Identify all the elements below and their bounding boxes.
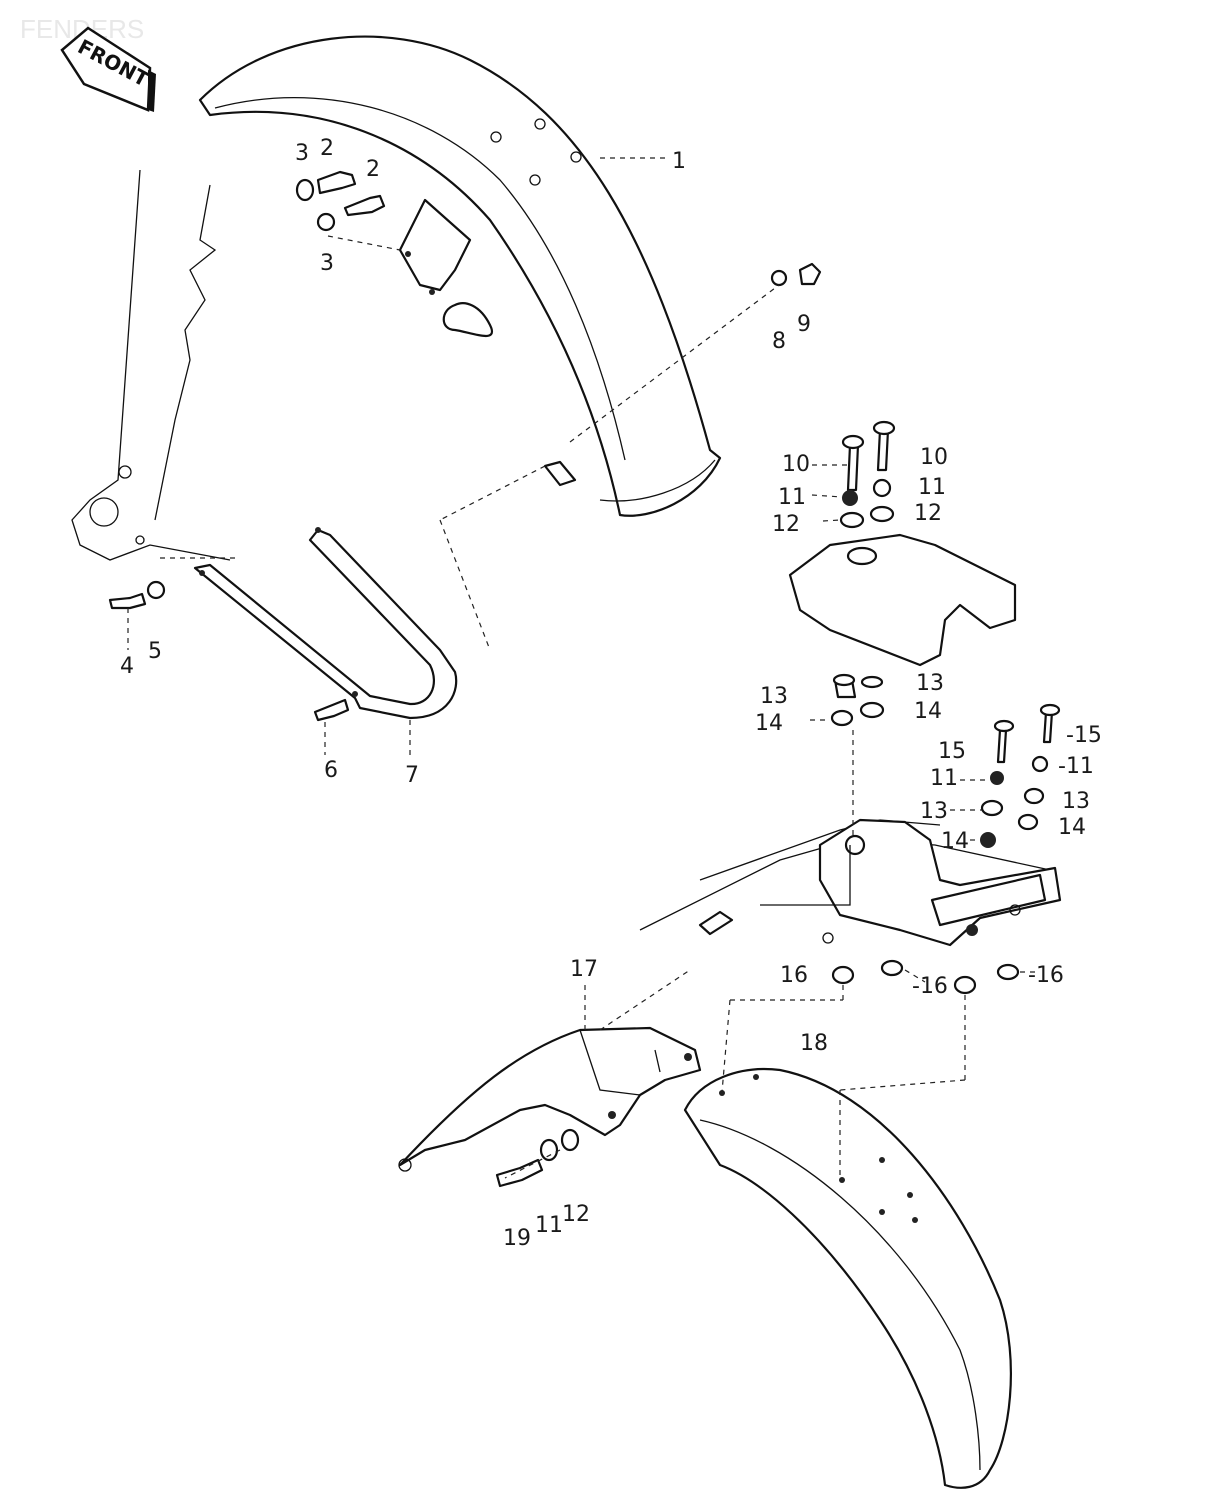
label-part-15: -15 (1066, 723, 1102, 748)
label-part-5: 5 (148, 639, 162, 664)
label-part-16: -16 (912, 974, 948, 999)
front-fender (198, 35, 722, 517)
label-part-10: 10 (782, 452, 810, 477)
label-part-19: 19 (503, 1226, 531, 1251)
rear-mount-bracket (788, 533, 1017, 667)
label-part-17: 17 (570, 957, 598, 982)
label-part-8: 8 (772, 329, 786, 354)
front-fender-stay (193, 527, 458, 720)
label-part-13: 13 (916, 671, 944, 696)
label-part-13: 13 (920, 799, 948, 824)
front-fork-outline (71, 169, 231, 561)
label-part-11: 11 (535, 1213, 563, 1238)
label-part-11: 11 (918, 475, 946, 500)
rear-bracket-hardware (495, 1128, 580, 1188)
label-part-2: 2 (320, 136, 334, 161)
front-hardware (108, 170, 822, 722)
label-part-3: 3 (320, 251, 334, 276)
label-part-15: 15 (938, 739, 966, 764)
part-labels: 1 2 2 3 3 4 5 6 7 8 9 10 10 11 11 11 -11… (120, 136, 1102, 1251)
label-part-13: 13 (1062, 789, 1090, 814)
label-part-10: 10 (920, 445, 948, 470)
label-part-14: 14 (755, 711, 783, 736)
rear-fender (683, 1068, 1012, 1489)
mount-hardware-upper (839, 420, 896, 529)
label-part-18: 18 (800, 1031, 828, 1056)
label-part-1: 1 (672, 149, 686, 174)
rear-fender-bracket (398, 1026, 702, 1172)
label-part-16: 16 (780, 963, 808, 988)
label-part-11: -11 (1058, 754, 1094, 779)
label-part-3: 3 (295, 141, 309, 166)
label-part-7: 7 (405, 763, 419, 788)
label-part-12: 12 (772, 512, 800, 537)
leader-lines (127, 157, 1035, 1180)
label-part-14: 14 (941, 829, 969, 854)
label-part-4: 4 (120, 654, 134, 679)
label-part-2: 2 (366, 157, 380, 182)
label-part-11: 11 (930, 766, 958, 791)
rear-frame (639, 818, 1062, 947)
label-part-14: 14 (914, 699, 942, 724)
label-part-12: 12 (562, 1202, 590, 1227)
mount-hardware-lower (830, 673, 1061, 848)
label-part-13: 13 (760, 684, 788, 709)
label-part-6: 6 (324, 758, 338, 783)
rear-nuts (831, 959, 1020, 995)
label-part-16: -16 (1028, 963, 1064, 988)
label-part-11: 11 (778, 485, 806, 510)
label-part-12: 12 (914, 501, 942, 526)
label-part-14: 14 (1058, 815, 1086, 840)
label-part-9: 9 (797, 312, 811, 337)
